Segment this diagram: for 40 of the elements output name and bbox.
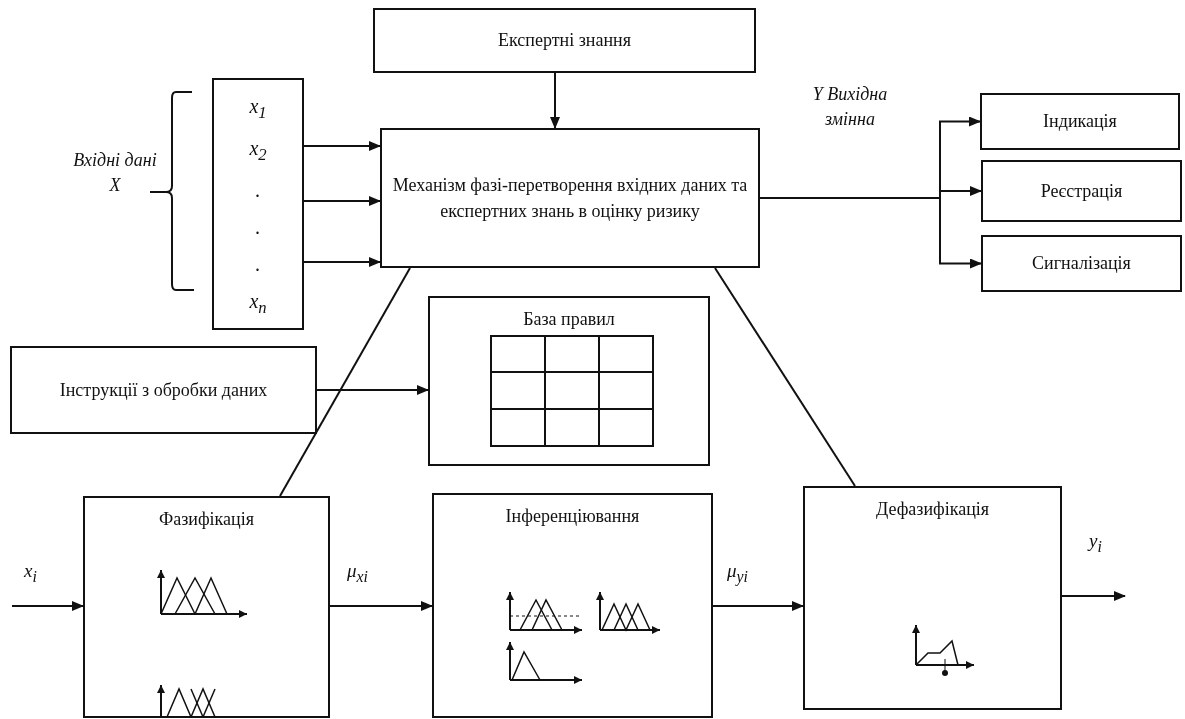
node-label: Інференціювання xyxy=(505,505,640,528)
variable-label: x$_{n}$ xyxy=(249,289,267,318)
variable-label: x$_{1}$ xyxy=(249,94,267,123)
text-label: Вхідні дані X xyxy=(72,149,158,198)
stage-box xyxy=(432,493,713,718)
stage-box xyxy=(803,486,1062,710)
variable-label: . xyxy=(255,215,261,239)
arrow xyxy=(11,601,84,611)
output-box xyxy=(981,235,1182,292)
arrow xyxy=(1061,591,1126,601)
arrow xyxy=(303,141,381,151)
node-label: Механізм фазі-перетворення вхідних даних та експертних знань в оцінку ризику xyxy=(392,173,748,223)
node-label: Фазифікація xyxy=(159,508,254,531)
arrow xyxy=(550,72,560,129)
input-list-box xyxy=(212,78,304,330)
connector-line xyxy=(279,267,411,497)
arrow xyxy=(303,257,381,267)
variable-label: . xyxy=(255,252,261,276)
stage-box xyxy=(83,496,330,718)
node-label: Сигналізація xyxy=(1032,252,1131,276)
process-box xyxy=(380,128,760,268)
variable-label: x$_{2}$ xyxy=(249,136,267,165)
node-label: Дефазифікація xyxy=(875,498,990,521)
variable-label: . xyxy=(255,178,261,202)
text-label: Y Вихідна змінна xyxy=(811,83,889,132)
node-label: Реєстрація xyxy=(1040,179,1123,203)
arrow xyxy=(329,601,433,611)
output-box xyxy=(980,93,1180,150)
node-label: Інструкції з обробки даних xyxy=(59,378,268,402)
node-label: Експертні знання xyxy=(498,29,631,53)
arrow xyxy=(316,385,429,395)
arrow xyxy=(712,601,804,611)
connector-line xyxy=(714,267,856,487)
output-box xyxy=(981,160,1182,222)
rule-base-box xyxy=(428,296,710,466)
node-label: База правил xyxy=(523,308,615,331)
process-box xyxy=(373,8,756,73)
process-box xyxy=(10,346,317,434)
arrow xyxy=(303,196,381,206)
node-label: Індикація xyxy=(1043,110,1117,134)
